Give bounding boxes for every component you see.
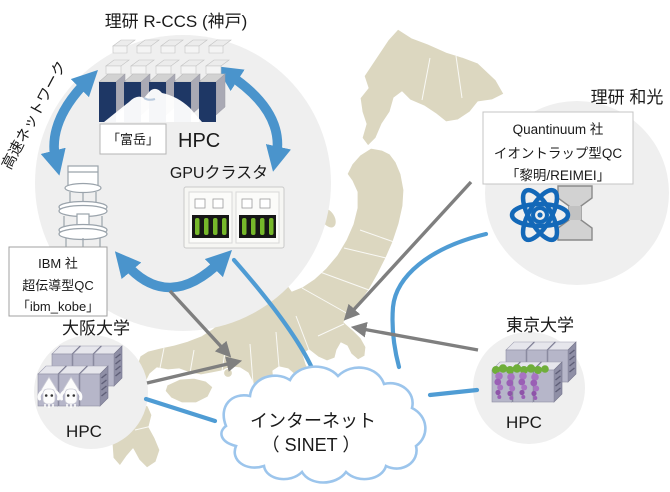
tokyo-title: 東京大学 bbox=[506, 316, 574, 335]
arrow-rccs-to-kobe bbox=[168, 289, 232, 358]
arrow-tokyo-to-map bbox=[350, 321, 479, 352]
mount-fuji-silhouette bbox=[104, 88, 202, 122]
fugaku-supercomputer-icon bbox=[98, 39, 232, 122]
sinet-links bbox=[143, 231, 489, 424]
osaka-title: 大阪大学 bbox=[62, 319, 130, 338]
arrow-wako-to-map bbox=[343, 180, 473, 321]
wako-qc-box bbox=[482, 111, 634, 185]
sinet-link-tokyo bbox=[427, 387, 480, 398]
tokyo-hpc-icon bbox=[491, 341, 577, 403]
ibm-qc-box bbox=[8, 246, 108, 317]
sinet-label: （ SINET ） bbox=[262, 435, 361, 455]
fugaku-hpc-label: HPC bbox=[178, 130, 220, 152]
wako-title: 理研 和光 bbox=[591, 88, 664, 107]
tokyo-hpc-label: HPC bbox=[506, 413, 542, 432]
ion-trap-icon bbox=[557, 185, 593, 241]
sinet-link-wako bbox=[390, 231, 489, 370]
map-shikoku bbox=[164, 377, 214, 404]
fugaku-name-box bbox=[99, 123, 167, 155]
rccs-title: 理研 R-CCS (神戸) bbox=[105, 12, 248, 31]
arrow-osaka-to-map bbox=[146, 356, 243, 385]
sinet-link-rccs bbox=[231, 257, 315, 371]
cycle-arrow-right bbox=[216, 66, 291, 172]
ibm-company: IBM 社 bbox=[38, 256, 78, 271]
sinet-cloud bbox=[220, 365, 427, 484]
reimei-qc-name: 「黎明/REIMEI」 bbox=[506, 168, 610, 183]
osaka-hpc-label: HPC bbox=[66, 422, 102, 441]
map-awaji-island bbox=[222, 367, 234, 379]
ibm-qc-type: 超伝導型QC bbox=[22, 278, 94, 293]
sinet-link-osaka bbox=[143, 396, 218, 424]
map-hokkaido bbox=[359, 28, 505, 147]
gpu-cluster-label: GPUクラスタ bbox=[170, 164, 268, 182]
dilution-refrigerator-icon bbox=[58, 165, 108, 248]
ibm-qc-name: 「ibm_kobe」 bbox=[17, 299, 99, 314]
wisteria-flowers bbox=[492, 364, 549, 400]
atom-icon bbox=[509, 187, 571, 243]
fast-network-cycle-arrows bbox=[40, 66, 291, 293]
cycle-arrow-bottom bbox=[114, 250, 232, 293]
quantinuum-company: Quantinuum 社 bbox=[513, 122, 604, 137]
iontrap-qc-type: イオントラップ型QC bbox=[494, 146, 623, 161]
cycle-arrow-left bbox=[40, 70, 98, 176]
location-arrows bbox=[146, 180, 479, 385]
gpu-cluster-icon bbox=[183, 186, 285, 249]
fugaku-name: 「富岳」 bbox=[107, 132, 159, 147]
internet-label: インターネット bbox=[250, 411, 376, 431]
